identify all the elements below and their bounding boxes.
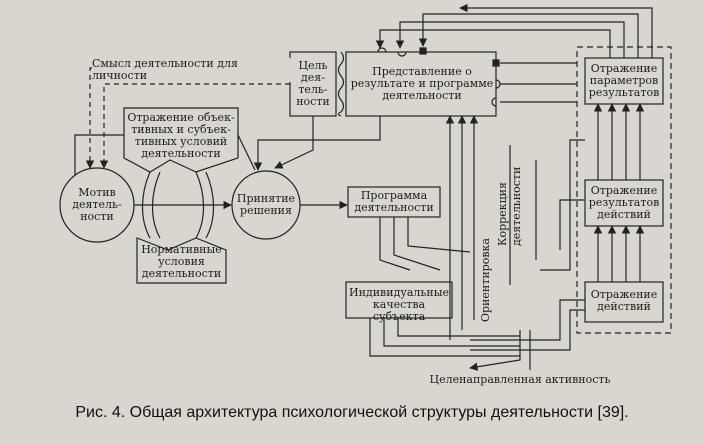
individual-qualities-box [345, 281, 453, 319]
reflection-actions-box [584, 281, 664, 323]
goal-label: Цель дея- тель- ности [296, 59, 330, 108]
reflection-conditions-box [123, 107, 239, 173]
reflection-actions-label: Отражение действий [590, 288, 658, 313]
normative-box [136, 237, 227, 284]
orientation-edge-label: Ориентировка [479, 238, 492, 322]
decision-label: Принятие решения [236, 192, 296, 217]
motive-label: Мотив деятель- ности [72, 186, 122, 223]
program-label: Программа деятельности [354, 189, 434, 214]
representation-label: Представление о результате и программе д… [350, 65, 494, 102]
figure-caption: Рис. 4. Общая архитектура психологическо… [75, 404, 629, 421]
reflection-results-label: Отражение результатов действий [588, 184, 660, 221]
individual-qualities-label: Индивидуальные качества субъекта [349, 286, 449, 323]
reflection-conditions-label: Отражение объек- тивных и субъек- тивных… [127, 111, 235, 160]
normative-label: Нормативные условия деятельности [141, 243, 222, 280]
purposeful-activity-label: Целенаправленная активность [429, 373, 611, 386]
reflection-params-label: Отражение параметров результатов [588, 62, 660, 99]
architecture-diagram [59, 3, 672, 371]
meaning-edge-label: Смысл деятельности для личности [92, 58, 292, 82]
correction-edge-label: Коррекция деятельности [496, 166, 523, 246]
